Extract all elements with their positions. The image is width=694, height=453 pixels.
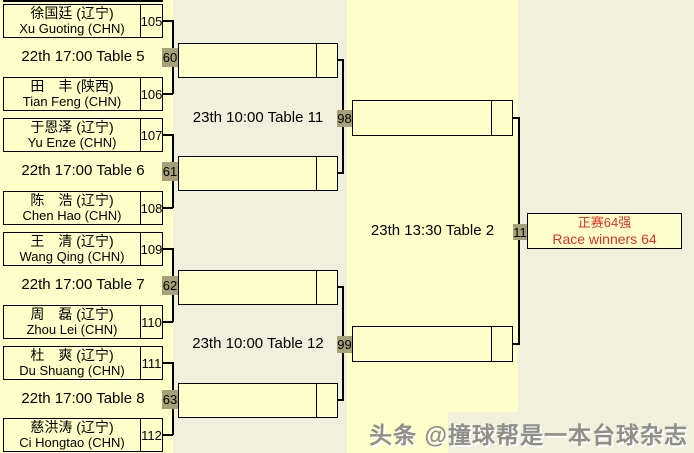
player-box-108: 陈 浩 (辽宁) Chen Hao (CHN) 108: [3, 191, 163, 225]
winner-label-en: Race winners 64: [552, 231, 657, 247]
match-label-table12: 23th 10:00 Table 12: [192, 335, 324, 352]
seed-number: 105: [140, 5, 162, 37]
player-name-en: Yu Enze (CHN): [27, 135, 117, 150]
winner-label-cn: 正赛64强: [577, 215, 632, 230]
winner-name-cell: [179, 157, 316, 190]
player-name-cn: 田 丰 (陕西): [30, 78, 114, 94]
winner-name-cell: [353, 327, 491, 361]
connector-line: [163, 207, 173, 209]
seed-number: 110: [140, 306, 162, 338]
player-name-cn: 陈 浩 (辽宁): [30, 192, 114, 208]
player-name-cn: 徐国廷 (辽宁): [30, 5, 114, 21]
connector-line: [338, 172, 343, 174]
round2-box-60: [178, 43, 338, 78]
score-cell: [491, 327, 512, 361]
connector-line: [338, 399, 343, 401]
score-cell: [491, 101, 512, 135]
player-name: 于恩泽 (辽宁) Yu Enze (CHN): [4, 119, 140, 151]
cropped-top-line: [3, 0, 163, 2]
match-badge-99: 99: [337, 336, 352, 353]
connector-line: [163, 362, 173, 364]
player-box-112: 慈洪涛 (辽宁) Ci Hongtao (CHN) 112: [3, 418, 163, 452]
connector-line: [338, 286, 343, 288]
connector-line: [513, 343, 519, 345]
player-name: 王 清 (辽宁) Wang Qing (CHN): [4, 233, 140, 265]
player-box-105: 徐国廷 (辽宁) Xu Guoting (CHN) 105: [3, 4, 163, 38]
winner-name-cell: [179, 44, 316, 77]
connector-line: [338, 59, 343, 61]
semifinal-box-99: [352, 326, 513, 362]
background-band-3: [347, 0, 518, 453]
player-name-en: Chen Hao (CHN): [22, 208, 122, 223]
seed-number: 106: [140, 78, 162, 110]
connector-line: [163, 134, 173, 136]
connector-line: [163, 434, 173, 436]
player-name-cn: 慈洪涛 (辽宁): [30, 419, 114, 435]
semifinal-box-98: [352, 100, 513, 136]
player-name-en: Tian Feng (CHN): [22, 94, 122, 109]
player-name: 陈 浩 (辽宁) Chen Hao (CHN): [4, 192, 140, 224]
match-label-table8: 22th 17:00 Table 8: [21, 390, 145, 407]
player-name-en: Wang Qing (CHN): [19, 249, 125, 264]
connector-line: [163, 20, 173, 22]
watermark: 头条 @撞球帮是一本台球杂志: [369, 422, 688, 448]
connector-line: [163, 321, 173, 323]
score-cell: [316, 271, 337, 304]
match-badge-11: 11: [513, 224, 527, 240]
match-label-table7: 22th 17:00 Table 7: [21, 276, 145, 293]
score-cell: [316, 44, 337, 77]
player-name-cn: 周 磊 (辽宁): [30, 306, 114, 322]
winner-name-cell: [179, 384, 316, 417]
player-name-cn: 于恩泽 (辽宁): [30, 119, 114, 135]
player-name-cn: 杜 爽 (辽宁): [30, 347, 114, 363]
seed-number: 107: [140, 119, 162, 151]
player-name: 慈洪涛 (辽宁) Ci Hongtao (CHN): [4, 419, 140, 451]
match-label-table2: 23th 13:30 Table 2: [370, 222, 495, 239]
player-name-en: Ci Hongtao (CHN): [19, 435, 125, 450]
connector-line: [163, 93, 173, 95]
round2-box-63: [178, 383, 338, 418]
final-box: 正赛64强 Race winners 64: [527, 213, 682, 249]
match-badge-98: 98: [337, 110, 352, 127]
player-name-en: Xu Guoting (CHN): [19, 21, 125, 36]
seed-number: 109: [140, 233, 162, 265]
match-badge-61: 61: [162, 162, 178, 181]
player-box-110: 周 磊 (辽宁) Zhou Lei (CHN) 110: [3, 305, 163, 339]
score-cell: [316, 384, 337, 417]
match-badge-60: 60: [162, 48, 178, 67]
match-badge-63: 63: [162, 390, 178, 409]
player-name-cn: 王 清 (辽宁): [30, 233, 114, 249]
player-name: 田 丰 (陕西) Tian Feng (CHN): [4, 78, 140, 110]
player-box-111: 杜 爽 (辽宁) Du Shuang (CHN) 111: [3, 346, 163, 380]
player-name-en: Zhou Lei (CHN): [26, 322, 118, 337]
round2-box-61: [178, 156, 338, 191]
winner-name-cell: [179, 271, 316, 304]
winner-name-cell: [353, 101, 491, 135]
connector-line: [513, 117, 519, 119]
match-badge-62: 62: [162, 276, 178, 295]
background-band-1: [0, 0, 173, 453]
player-name-en: Du Shuang (CHN): [19, 363, 125, 378]
round2-box-62: [178, 270, 338, 305]
player-box-107: 于恩泽 (辽宁) Yu Enze (CHN) 107: [3, 118, 163, 152]
player-name: 杜 爽 (辽宁) Du Shuang (CHN): [4, 347, 140, 379]
seed-number: 111: [140, 347, 162, 379]
match-label-table11: 23th 10:00 Table 11: [192, 109, 324, 126]
seed-number: 112: [140, 419, 162, 451]
seed-number: 108: [140, 192, 162, 224]
connector-line: [163, 248, 173, 250]
player-box-109: 王 清 (辽宁) Wang Qing (CHN) 109: [3, 232, 163, 266]
player-name: 周 磊 (辽宁) Zhou Lei (CHN): [4, 306, 140, 338]
player-box-106: 田 丰 (陕西) Tian Feng (CHN) 106: [3, 77, 163, 111]
score-cell: [316, 157, 337, 190]
match-label-table6: 22th 17:00 Table 6: [21, 162, 145, 179]
player-name: 徐国廷 (辽宁) Xu Guoting (CHN): [4, 5, 140, 37]
background-patch: [448, 412, 518, 453]
match-label-table5: 22th 17:00 Table 5: [21, 48, 145, 65]
